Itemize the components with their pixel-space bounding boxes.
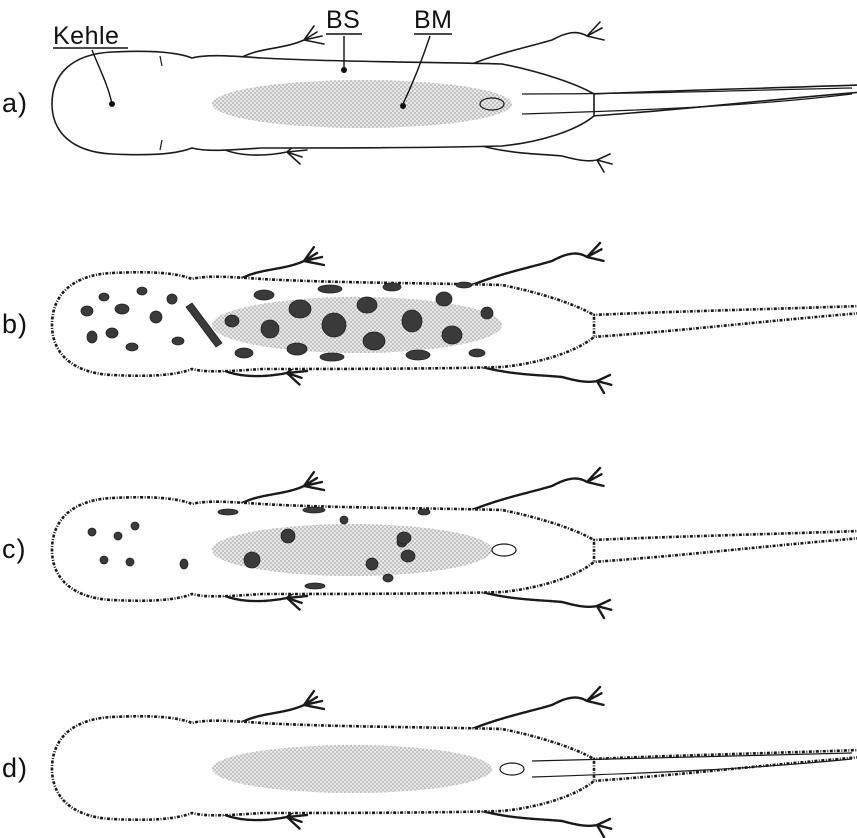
hind-leg-upper xyxy=(472,687,604,729)
bs-point xyxy=(341,67,347,73)
kehle-point xyxy=(109,101,115,107)
bm-point xyxy=(400,103,406,109)
hind-leg-upper xyxy=(472,243,604,285)
belly-field xyxy=(212,524,492,576)
belly-field xyxy=(212,80,512,128)
panel-label-b: b) xyxy=(2,309,28,339)
label-bs: BS xyxy=(326,6,360,34)
hind-leg-lower xyxy=(482,146,612,172)
hind-leg-lower xyxy=(482,367,612,393)
front-leg-upper xyxy=(237,247,324,281)
panel-c xyxy=(52,468,857,618)
hind-leg-upper xyxy=(472,22,604,64)
hind-leg-lower xyxy=(482,811,612,837)
front-leg-upper xyxy=(237,472,324,506)
front-leg-upper xyxy=(237,26,324,60)
belly-field xyxy=(212,745,492,793)
panel-b xyxy=(52,243,857,393)
panel-label-c: c) xyxy=(2,534,27,564)
panel-label-d: d) xyxy=(2,753,28,783)
panel-a xyxy=(52,22,857,172)
label-bm: BM xyxy=(414,6,453,34)
front-leg-upper xyxy=(237,691,324,725)
hind-leg-lower xyxy=(482,592,612,618)
label-kehle: Kehle xyxy=(53,22,119,50)
panel-label-a: a) xyxy=(2,88,28,118)
panel-d xyxy=(52,687,857,837)
hind-leg-upper xyxy=(472,468,604,510)
panel-labels: a) b) c) d) xyxy=(2,88,28,783)
